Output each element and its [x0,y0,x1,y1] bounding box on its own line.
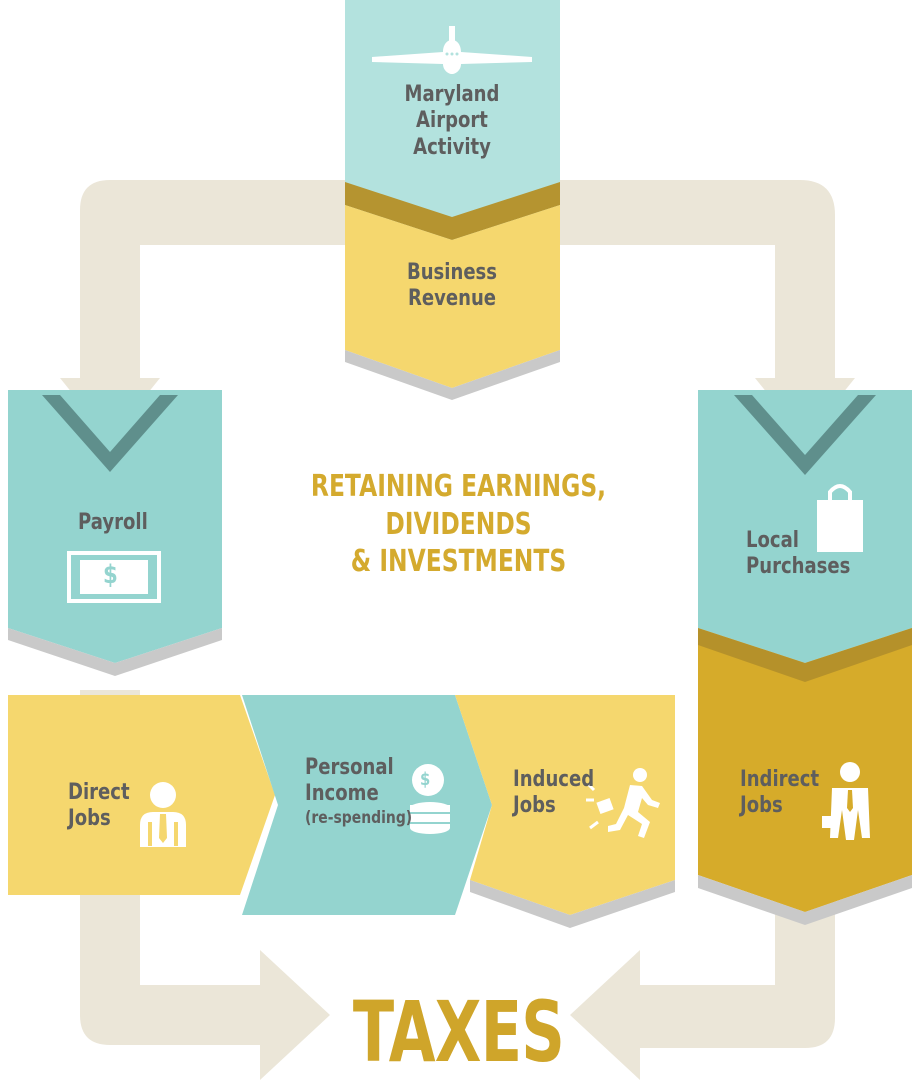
payroll-label: Payroll [78,510,148,535]
airport-label-line1: Maryland [404,82,500,107]
top-loop-arrow [80,180,835,390]
right-taxes-arrow [570,880,835,1080]
local-label-line1: Local [746,528,799,553]
center-headline-line3: & INVESTMENTS [350,544,567,579]
airplane-icon [372,26,532,74]
revenue-label-line1: Business [406,260,498,285]
direct-jobs-label: Direct Jobs [68,780,130,833]
dollar-bill-icon [67,551,161,603]
personal-label-line2: Income [305,781,379,807]
coin-dollar-sign: $ [420,769,431,790]
airport-label-line2: Airport [416,108,488,134]
personal-income-label: Personal Income (re-spending) [305,755,412,828]
direct-jobs-block [8,695,275,895]
direct-label-line1: Direct [68,780,130,805]
revenue-label-line2: Revenue [407,286,497,312]
direct-label-line2: Jobs [68,806,111,832]
personal-label-note: (re-spending) [305,807,413,828]
center-headline-line2: DIVIDENDS [385,506,532,542]
coins-icon [410,764,450,834]
indirect-label-line2: Jobs [740,793,783,819]
induced-label-line1: Induced [513,767,595,792]
airport-activity-label: Maryland Airport Activity [370,82,534,161]
left-taxes-arrow [80,690,330,1080]
local-purchases-block [698,390,912,663]
shopping-bag-icon [817,500,863,552]
airport-activity-block [345,0,560,240]
personal-income-block [242,695,492,915]
induced-jobs-label: Induced Jobs [513,767,594,820]
dollar-sign: $ [103,560,118,590]
personal-label-line1: Personal [305,755,394,780]
running-worker-icon [596,768,660,838]
indirect-label-line1: Indirect [740,767,820,792]
center-headline: RETAINING EARNINGS, DIVIDENDS & INVESTME… [101,468,816,581]
taxes-label: TAXES [352,983,565,1081]
indirect-jobs-label: Indirect Jobs [740,767,819,820]
induced-label-line2: Jobs [513,793,556,819]
businessman-icon [822,762,870,840]
indirect-jobs-block [698,628,912,925]
business-revenue-label: Business Revenue [370,260,534,313]
center-headline-line1: RETAINING EARNINGS, [310,469,607,504]
airport-label-line3: Activity [413,134,491,160]
payroll-block [8,390,222,676]
local-label-line2: Purchases [746,554,851,580]
local-purchases-label: Local Purchases [746,528,850,581]
induced-jobs-block [455,695,675,928]
business-revenue-block [345,205,560,400]
